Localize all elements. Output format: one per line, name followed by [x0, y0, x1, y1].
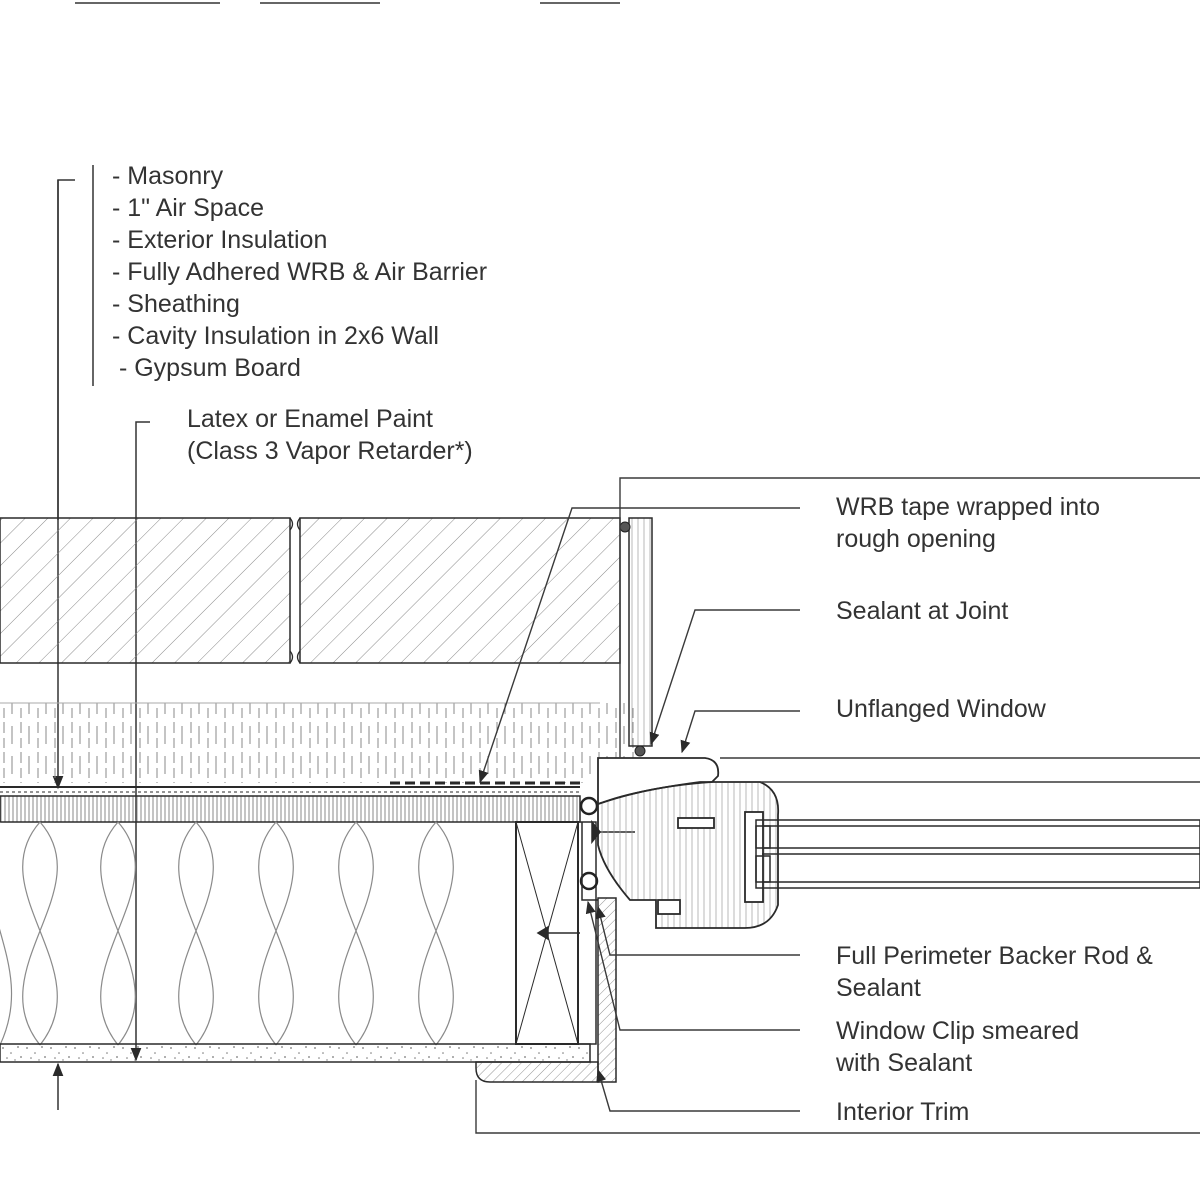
wall-layer-gypsum-board: - Gypsum Board — [112, 354, 301, 382]
callout-interior-trim-line1: Interior Trim — [836, 1098, 970, 1126]
gypsum-board-layer — [0, 1043, 591, 1063]
masonry-layer — [0, 517, 621, 664]
wall-layer-masonry: - Masonry — [112, 162, 224, 190]
exterior-insulation-layer — [0, 703, 635, 783]
callout-wrb-tape-line2: rough opening — [836, 525, 996, 553]
wall-layers-list: - Masonry - 1" Air Space - Exterior Insu… — [112, 160, 487, 384]
callout-leaders — [475, 477, 1200, 1134]
paint-note: Latex or Enamel Paint (Class 3 Vapor Ret… — [187, 403, 473, 467]
wall-layer-sheathing: - Sheathing — [112, 290, 240, 318]
callout-window-clip-line1: Window Clip smeared — [836, 1017, 1080, 1045]
wall-layer-exterior-insulation: - Exterior Insulation — [112, 226, 328, 254]
wall-layer-air-space: - 1" Air Space — [112, 194, 265, 222]
callout-window-clip-line2: with Sealant — [836, 1049, 973, 1077]
paint-note-line1: Latex or Enamel Paint — [187, 405, 433, 433]
window-frame — [597, 757, 780, 929]
callout-sealant-joint: Sealant at Joint — [836, 595, 1008, 627]
callout-window-clip: Window Clip smeared with Sealant — [836, 1015, 1079, 1079]
callout-backer-rod-line2: Sealant — [836, 974, 921, 1002]
callout-wrb-tape-line1: WRB tape wrapped into — [836, 493, 1101, 521]
callout-backer-rod: Full Perimeter Backer Rod & Sealant — [836, 940, 1153, 1004]
rough-opening-jamb — [577, 821, 597, 1045]
exterior-trim-board — [628, 517, 653, 747]
cavity-insulation-layer — [0, 821, 454, 1046]
callout-wrb-tape: WRB tape wrapped into rough opening — [836, 491, 1100, 555]
paint-note-leader — [130, 421, 150, 1062]
callout-interior-trim: Interior Trim — [836, 1096, 969, 1128]
callout-unflanged-window: Unflanged Window — [836, 693, 1046, 725]
callout-unflanged-window-line1: Unflanged Window — [836, 695, 1046, 723]
callout-backer-rod-line1: Full Perimeter Backer Rod & — [836, 942, 1153, 970]
insulated-glazing-unit — [755, 819, 1200, 889]
sheathing-layer — [0, 786, 581, 823]
wall-layers-bracket — [57, 165, 94, 520]
interior-trim — [475, 1061, 599, 1083]
sealant-beads — [579, 521, 646, 891]
interior-trim-jamb — [597, 897, 617, 1083]
callout-sealant-joint-line1: Sealant at Joint — [836, 597, 1009, 625]
wall-layer-cavity-insulation: - Cavity Insulation in 2x6 Wall — [112, 322, 439, 350]
paint-note-line2: (Class 3 Vapor Retarder*) — [187, 437, 473, 465]
wall-layer-wrb: - Fully Adhered WRB & Air Barrier — [112, 258, 488, 286]
